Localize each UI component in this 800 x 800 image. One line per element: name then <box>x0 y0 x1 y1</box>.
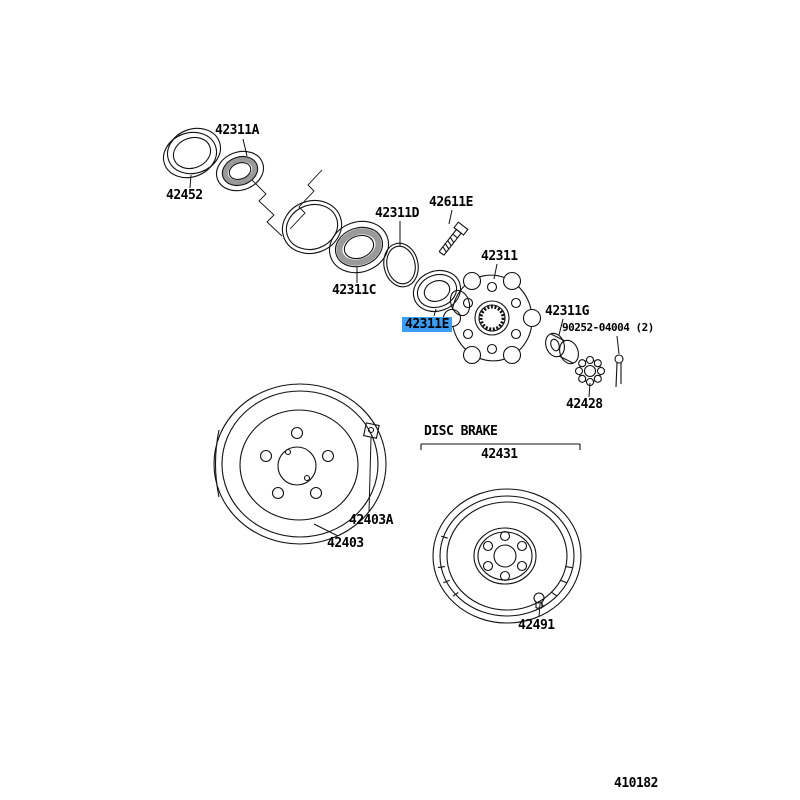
diagram-number: 410182 <box>614 776 658 791</box>
part-label-42452[interactable]: 42452 <box>166 188 203 203</box>
part-label-42403[interactable]: 42403 <box>327 536 364 551</box>
part-42431-rotor <box>432 488 582 624</box>
leader-lines <box>189 138 620 618</box>
part-label-42311D[interactable]: 42311D <box>375 206 419 221</box>
part-42311-hub <box>442 271 542 365</box>
part-label-42311E-selected[interactable]: 42311E <box>402 317 452 332</box>
part-42403a-clip <box>363 422 380 439</box>
part-label-42491[interactable]: 42491 <box>518 618 555 633</box>
part-42311a-bearing <box>215 150 265 192</box>
part-42311c-bearing <box>328 220 390 274</box>
part-label-42431[interactable]: 42431 <box>481 447 518 462</box>
part-42611e-bolt <box>438 221 469 256</box>
shaft-break-lines <box>251 169 323 237</box>
part-label-42611E[interactable]: 42611E <box>429 195 473 210</box>
section-title-disc-brake: DISC BRAKE <box>424 424 498 439</box>
part-label-42311C[interactable]: 42311C <box>332 283 376 298</box>
part-42403-drum <box>213 383 387 545</box>
part-42311d-snap-ring <box>383 242 419 288</box>
part-label-42311G[interactable]: 42311G <box>545 304 589 319</box>
part-90252-cotter-pin <box>614 354 624 388</box>
part-label-42311[interactable]: 42311 <box>481 249 518 264</box>
part-42311g <box>545 332 579 365</box>
part-label-42403A[interactable]: 42403A <box>349 513 393 528</box>
part-retainer-ring <box>281 199 343 255</box>
part-label-42428[interactable]: 42428 <box>566 397 603 412</box>
part-label-42311A[interactable]: 42311A <box>215 123 259 138</box>
part-42491-stud <box>533 592 545 609</box>
part-42311e-seal <box>412 269 462 313</box>
part-42428-lock-cap <box>574 355 606 387</box>
disc-brake-bracket <box>420 443 581 450</box>
part-42452-seal <box>162 127 222 179</box>
part-label-90252-04004[interactable]: 90252-04004 (2) <box>562 321 654 334</box>
